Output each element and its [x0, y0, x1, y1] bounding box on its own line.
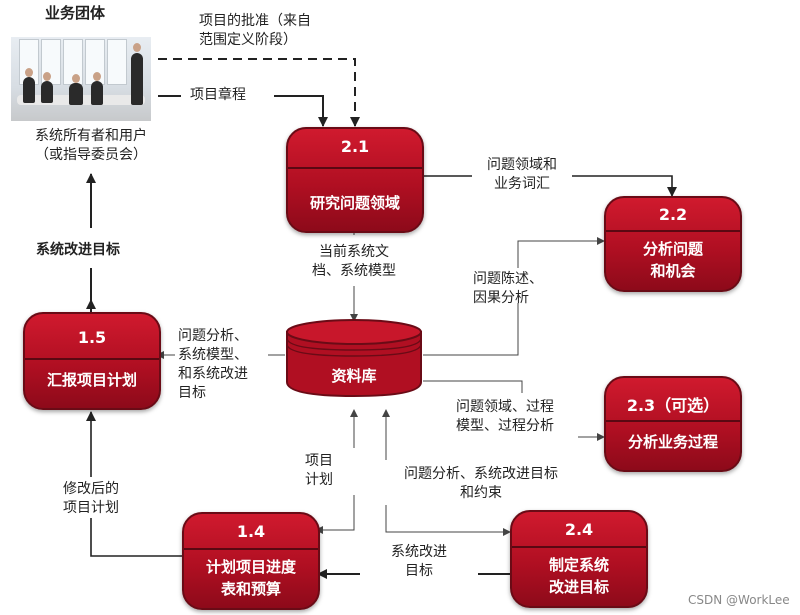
flow-label-revised-plan: 修改后的 项目计划: [63, 481, 119, 516]
flow-label-charter: 项目章程: [190, 87, 246, 103]
process-number: 1.5: [77, 328, 107, 347]
process-name: 计划项目进度 表和预算: [205, 558, 296, 598]
process-1-4: 1.4 计划项目进度 表和预算: [182, 512, 320, 610]
business-meeting-photo-icon: [11, 37, 151, 121]
process-name: 研究问题领域: [309, 194, 400, 212]
process-number: 2.1: [340, 137, 370, 156]
flow-problem-statement: [423, 303, 519, 356]
process-name: 汇报项目计划: [46, 371, 137, 389]
flow-label-approval: 项目的批准（来自 范围定义阶段）: [199, 13, 311, 48]
process-name: 分析业务过程: [627, 433, 718, 451]
flow-charter-2: [274, 95, 328, 127]
flow-approval: [158, 58, 360, 127]
process-1-5: 1.5 汇报项目计划: [23, 312, 161, 410]
flow-label-problem-statement: 问题陈述、 因果分析: [473, 271, 543, 306]
flow-process-models: [423, 380, 523, 393]
process-2-4: 2.4 制定系统 改进目标: [510, 510, 648, 608]
process-2-2: 2.2 分析问题 和机会: [604, 196, 742, 292]
process-name: 分析问题 和机会: [642, 240, 703, 280]
flow-label-current-docs: 当前系统文 档、系统模型: [312, 244, 396, 279]
flow-problem-statement-2: [517, 237, 605, 268]
flow-project-plan-2: [315, 495, 355, 534]
flow-label-improvement-objectives: 系统改进 目标: [391, 544, 447, 579]
flow-label-domain-vocab: 问题领域和 业务词汇: [487, 157, 557, 192]
process-number: 2.3（可选）: [626, 396, 720, 415]
flow-label-process-models: 问题领域、过程 模型、过程分析: [456, 399, 554, 434]
process-number: 2.2: [658, 205, 688, 224]
watermark: CSDN @WorkLee: [688, 593, 790, 607]
flow-domain-vocab-2: [572, 175, 677, 197]
datastore-cylinder: [286, 319, 422, 398]
datastore-label: 资料库: [331, 367, 377, 385]
process-name: 制定系统 改进目标: [548, 556, 609, 596]
flow-analysis-objectives-2: [385, 505, 511, 536]
flow-label-project-plan: 项目 计划: [305, 453, 333, 488]
process-number: 1.4: [236, 522, 266, 541]
flow-label-report-objectives: 系统改进目标: [36, 242, 120, 258]
process-2-3: 2.3（可选） 分析业务过程: [604, 376, 742, 472]
flow-revised-plan: [90, 518, 182, 557]
flow-label-analysis-objectives: 问题分析、系统改进目标 和约束: [404, 466, 558, 501]
process-2-1: 2.1 研究问题领域: [286, 127, 424, 233]
flow-label-to-report: 问题分析、 系统模型、 和系统改进 目标: [178, 328, 248, 401]
stakeholder-caption: 系统所有者和用户 （或指导委员会）: [35, 128, 147, 163]
stakeholder-title: 业务团体: [45, 4, 106, 22]
process-number: 2.4: [564, 520, 594, 539]
